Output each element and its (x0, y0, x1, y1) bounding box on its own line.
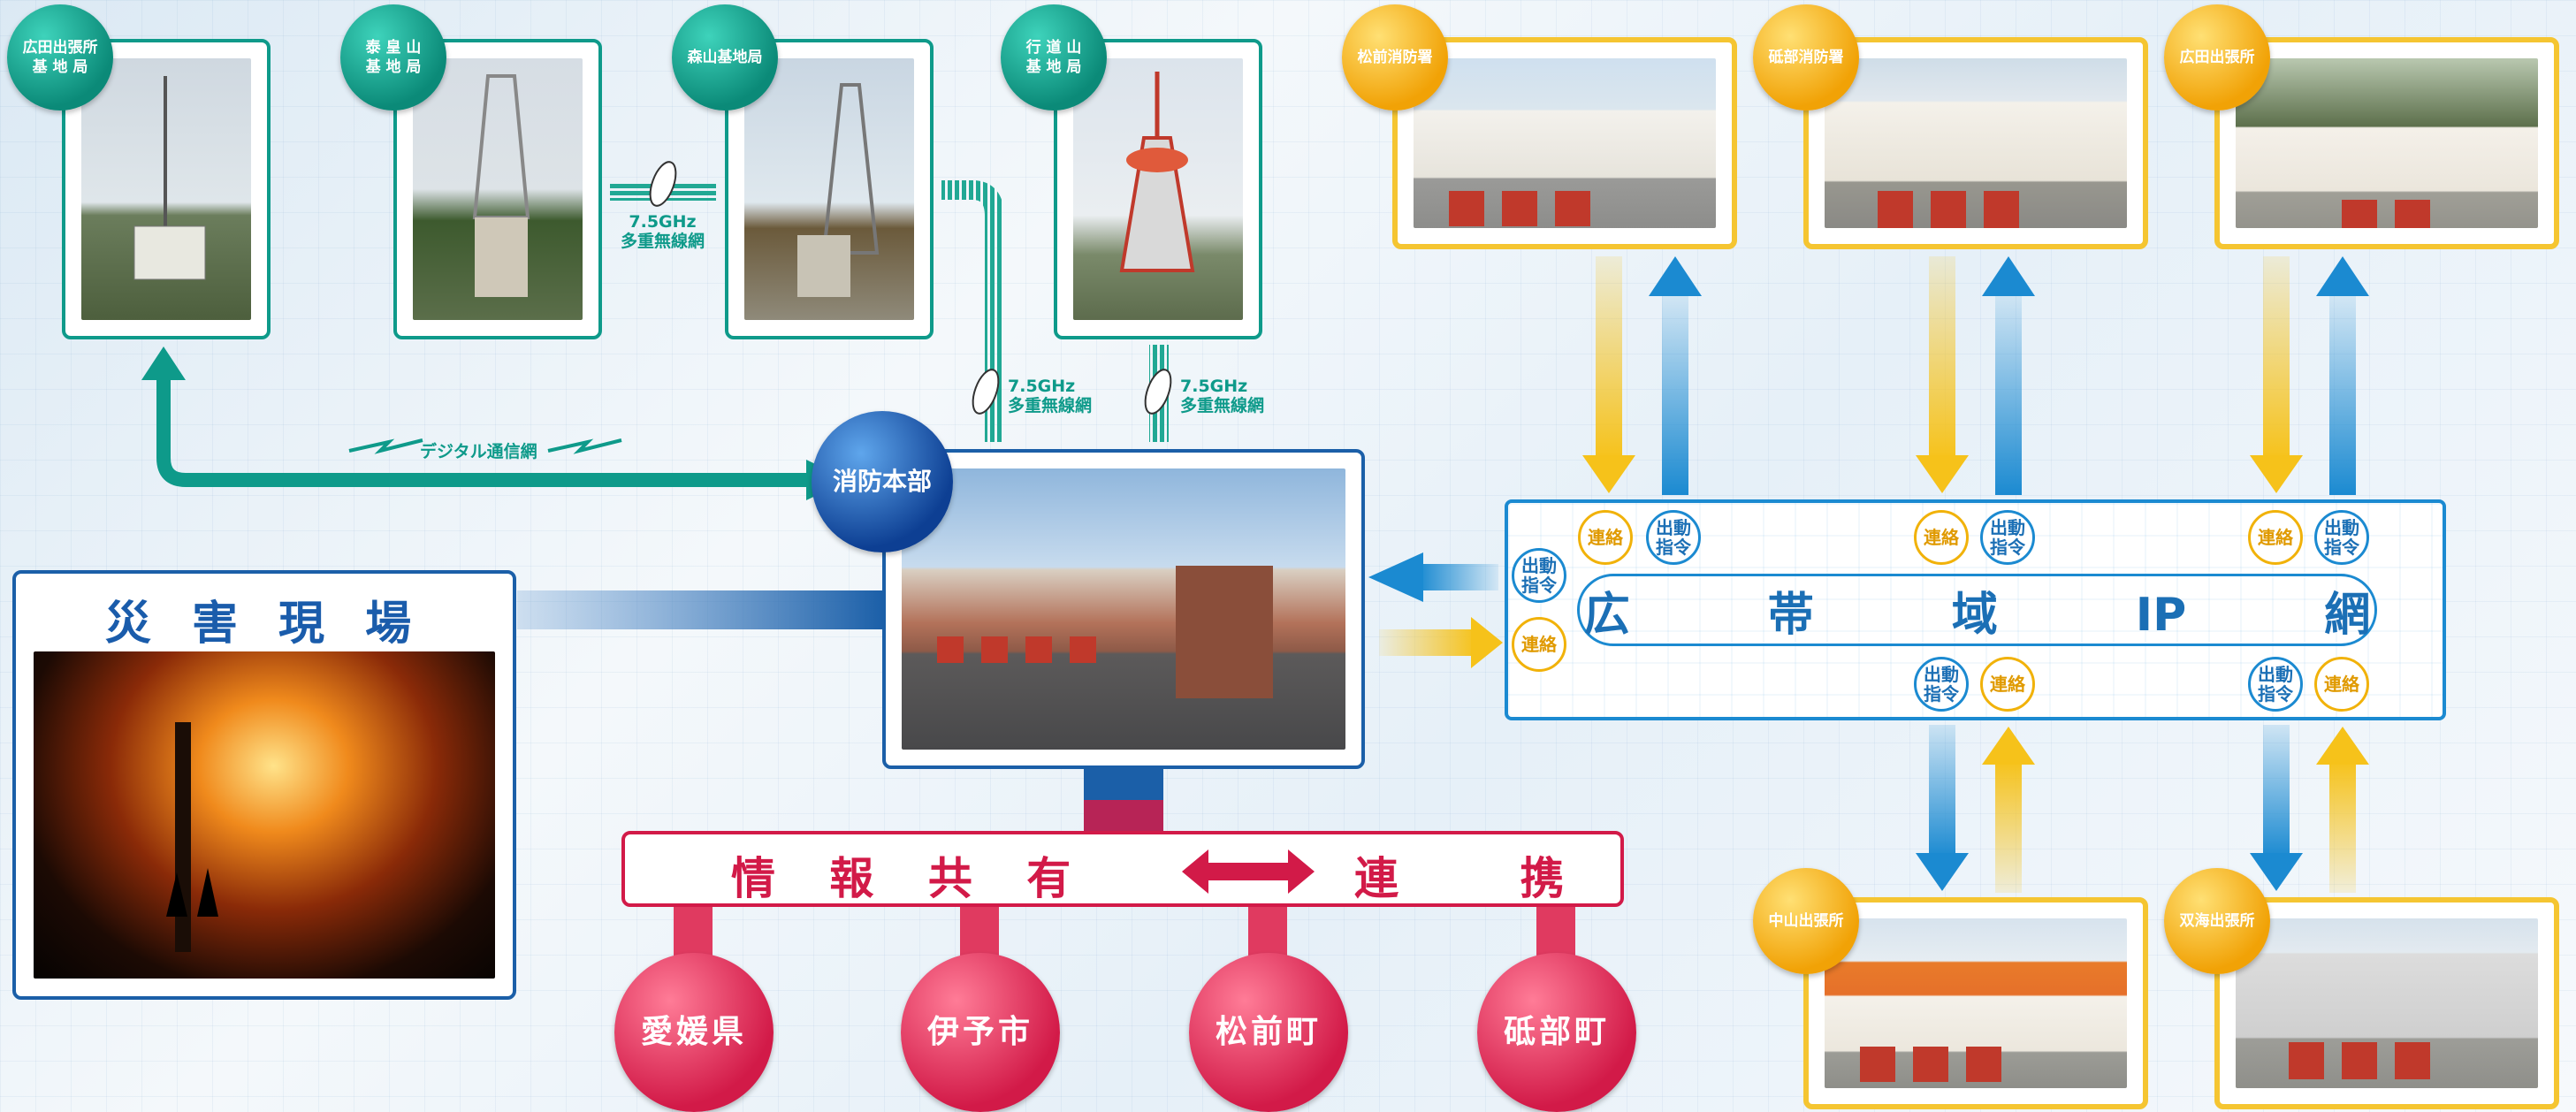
station-photo (1825, 918, 2127, 1088)
building-illustration (1860, 1047, 2001, 1082)
org-badge: 愛媛県 (614, 953, 774, 1112)
microwave-label: 7.5GHz 多重無線網 (1180, 377, 1265, 415)
firefighters-silhouette (166, 722, 218, 952)
fire-station-card (1392, 37, 1737, 249)
info-share-bar: 情 報 共 有 連 携 (621, 831, 1624, 907)
contact-badge: 連絡 (1980, 657, 2035, 712)
station-photo (81, 58, 251, 320)
digital-link-label: デジタル通信網 (420, 442, 537, 461)
dish-icon (1144, 369, 1172, 415)
org-badge: 伊予市 (901, 953, 1060, 1112)
microwave-label: 7.5GHz 多重無線網 (1008, 377, 1093, 415)
tower-illustration (797, 83, 880, 297)
disaster-site-title: 災 害 現 場 (104, 598, 424, 651)
cooperation-label: 連 携 (1354, 853, 1618, 904)
digital-link-arrow (156, 371, 827, 487)
contact-badge: 連絡 (2248, 510, 2303, 565)
fire-station-badge: 中山出張所 (1753, 868, 1859, 974)
tower-illustration (472, 74, 530, 297)
digital-link-bolt-left (348, 438, 423, 454)
hq-badge: 消防本部 (812, 411, 953, 552)
contact-badge: 連絡 (1914, 510, 1969, 565)
dispatch-order-badge: 出動 指令 (1980, 510, 2035, 565)
digital-link-bolt-right (547, 438, 622, 454)
base-station-badge: 広田出張所 基 地 局 (7, 4, 113, 110)
disaster-connector-bar (517, 590, 884, 629)
fire-station-card (2214, 37, 2559, 249)
station-arrows-bottom (1916, 725, 2369, 893)
dish-icon (972, 369, 1000, 415)
building-illustration (1449, 191, 1590, 226)
hq-to-ip-arrow (1379, 629, 1476, 656)
microwave-label: 7.5GHz 多重無線網 (621, 212, 705, 251)
fire-station-badge: 松前消防署 (1342, 4, 1448, 110)
station-arrows-top (1582, 256, 2369, 495)
fire-station-badge: 双海出張所 (2164, 868, 2270, 974)
building-illustration (1878, 191, 2019, 228)
station-photo (1825, 58, 2127, 228)
fire-station-card (1803, 897, 2148, 1109)
contact-badge: 連絡 (2314, 657, 2369, 712)
station-photo (1414, 58, 1716, 228)
ip-to-hq-arrow (1419, 564, 1498, 590)
station-photo (2236, 58, 2538, 228)
fire-station-card (1803, 37, 2148, 249)
station-photo (2236, 918, 2538, 1088)
dispatch-order-badge: 出動 指令 (1646, 510, 1701, 565)
org-badge: 砥部町 (1477, 953, 1636, 1112)
base-station-badge: 森山基地局 (672, 4, 778, 110)
digital-link-arrowhead-up (141, 347, 186, 380)
dispatch-order-badge: 出動 指令 (2248, 657, 2303, 712)
contact-badge: 連絡 (1512, 617, 1566, 672)
info-share-label: 情 報 共 有 (731, 853, 1091, 904)
dish-icon (649, 161, 677, 207)
disaster-site-card: 災 害 現 場 (12, 570, 516, 1000)
dispatch-order-badge: 出動 指令 (1512, 548, 1566, 603)
hq-card (882, 449, 1365, 769)
base-station-badge: 泰 皇 山 基 地 局 (340, 4, 446, 110)
hq-building-illustration (937, 566, 1273, 698)
station-photo (744, 58, 914, 320)
base-station-badge: 行 道 山 基 地 局 (1001, 4, 1107, 110)
fire-station-card (2214, 897, 2559, 1109)
org-badge: 松前町 (1189, 953, 1348, 1112)
dispatch-order-badge: 出動 指令 (2314, 510, 2369, 565)
tower-illustration (133, 76, 206, 280)
dispatch-order-badge: 出動 指令 (1914, 657, 1969, 712)
building-illustration (2289, 1042, 2430, 1079)
building-illustration (2342, 200, 2430, 228)
station-photo (413, 58, 583, 320)
disaster-photo (34, 651, 495, 979)
fire-station-badge: 広田出張所 (2164, 4, 2270, 110)
fire-station-badge: 砥部消防署 (1753, 4, 1859, 110)
tower-illustration (1119, 72, 1195, 272)
double-arrow-icon (1182, 849, 1315, 894)
microwave-link-curve (941, 180, 1004, 442)
hq-photo (902, 468, 1345, 750)
contact-badge: 連絡 (1578, 510, 1633, 565)
ip-network-title: 広 帯 域 IP 網 (1577, 574, 2377, 646)
station-photo (1073, 58, 1243, 320)
